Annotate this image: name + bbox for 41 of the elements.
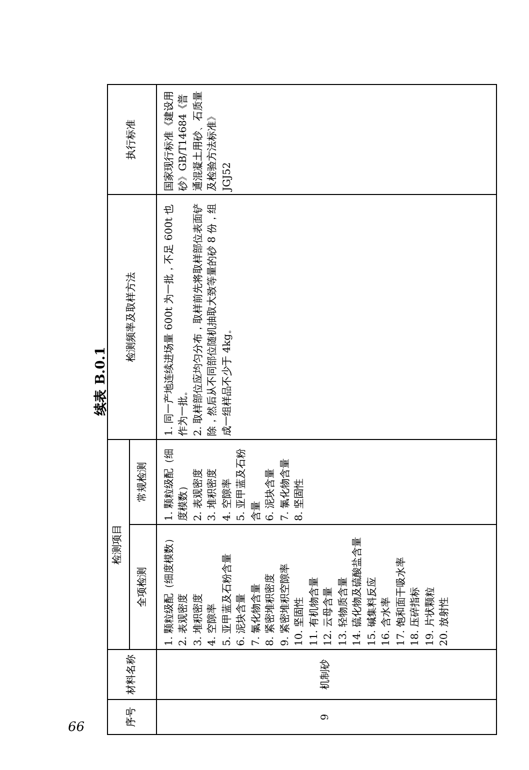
- list-item: 7. 氯化物含量: [278, 457, 292, 521]
- list-item: 2. 表观密度: [177, 592, 190, 646]
- list-item: 1. 颗粒级配（细度模数）: [162, 447, 190, 521]
- header-cell: 序号: [108, 700, 156, 734]
- list-item: 4. 空隙率: [206, 602, 220, 646]
- list-item: 3. 堆积密度: [192, 592, 205, 646]
- list-item: 15. 碱集料反应: [366, 576, 379, 646]
- list-item: 17. 饱和面干吸水率: [394, 556, 408, 646]
- list-item: 16. 含水率: [380, 596, 394, 646]
- list-item: 18. 压碎指标: [409, 586, 422, 646]
- list-item: 4. 空隙率: [220, 477, 234, 521]
- header-cell: 检测项目: [108, 440, 130, 650]
- list-item: 7. 氯化物含量: [250, 582, 263, 646]
- list-item: 6. 泥块含量: [264, 467, 278, 521]
- list-item: 5. 亚甲蓝及石粉含量: [235, 447, 263, 521]
- list-item: 19. 片状颗粒: [424, 586, 437, 646]
- list-item: 5. 亚甲蓝及石粉含量: [220, 552, 234, 646]
- table-cell: 机制砂: [156, 650, 496, 700]
- table-cell: 9: [156, 700, 496, 734]
- list-item: 8. 紧密堆积密度: [264, 572, 278, 646]
- list-item: 2. 表观密度: [192, 467, 205, 521]
- list-item: 6. 泥块含量: [235, 592, 248, 646]
- table-title: 续表 B.0.1: [92, 346, 110, 416]
- list-item: 11. 有机物含量: [308, 576, 321, 646]
- list-item: 8. 坚固性: [293, 477, 306, 521]
- list-item: 2. 取样部位应均匀分布，取样前先将取样部位表面铲除，然后从不同部位随机抽取大致等量的砂 8 份，组成一组样品不少于 4kg。: [192, 202, 234, 436]
- header-cell: 全项检测: [129, 524, 156, 650]
- header-cell: 检测频率及取样方法: [108, 194, 156, 440]
- header-cell: 材料名称: [108, 650, 156, 700]
- list-item: 14. 硫化物及硫酸盐含量: [351, 536, 364, 646]
- list-item: 20. 放射性: [438, 596, 452, 646]
- list-item: 1. 颗粒级配（细度模数）: [162, 532, 176, 646]
- list-item: 国家现行标准《建设用砂》GB/T14684《普通混凝土用砂、石质量及检验方法标准》JGJ52: [162, 90, 234, 191]
- page-number: 66: [68, 720, 85, 735]
- list-item: 1. 同一产地连续进场量 600t 为一批，不足 600t 也作为一批。: [162, 203, 190, 436]
- list-item: 13. 轻物质含量: [336, 576, 350, 646]
- list-item: 10. 坚固性: [293, 596, 306, 646]
- header-cell: 执行标准: [108, 84, 156, 194]
- list-item: 12. 云母含量: [322, 586, 336, 646]
- list-item: 3. 堆积密度: [206, 467, 220, 521]
- list-item: 9. 紧密堆积空隙率: [278, 562, 292, 646]
